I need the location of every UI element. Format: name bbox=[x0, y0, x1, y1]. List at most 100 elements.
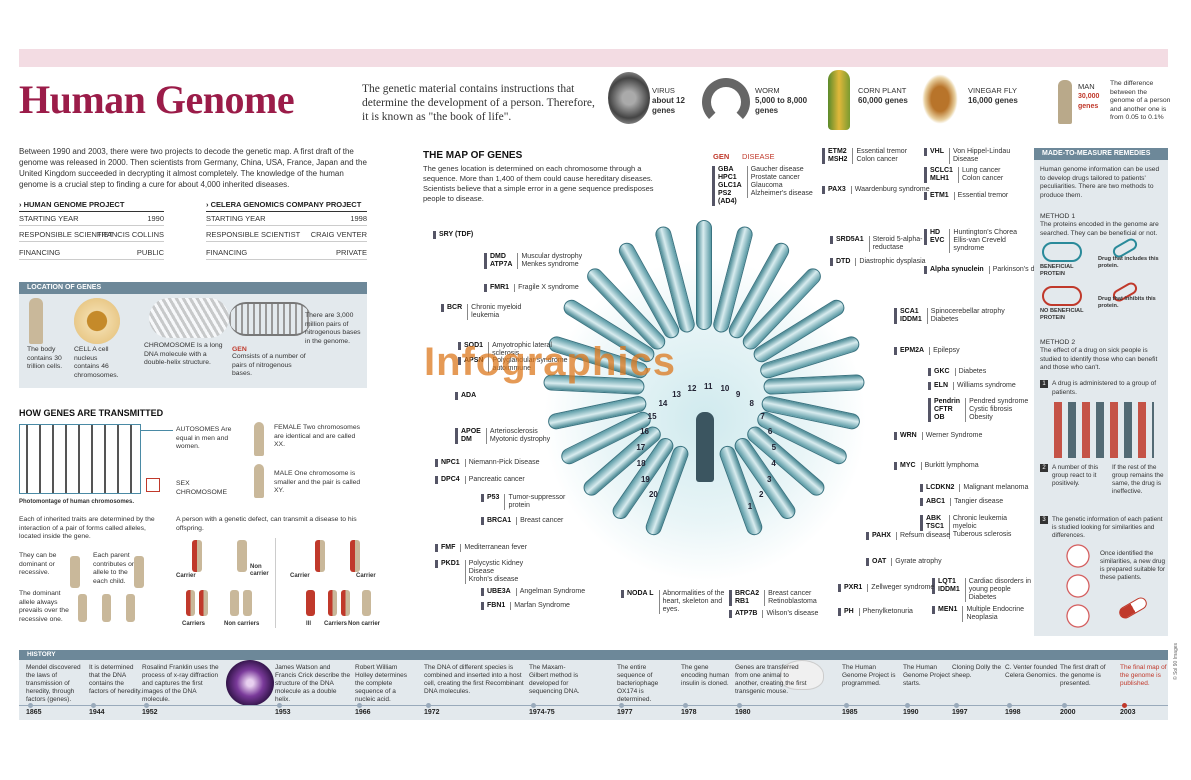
chromosome-number: 8 bbox=[749, 399, 754, 409]
gene-name: FBN1 bbox=[481, 602, 505, 610]
child-figure bbox=[328, 590, 337, 616]
timeline-dot bbox=[91, 703, 96, 708]
gene-name: HD EVC bbox=[924, 229, 944, 245]
step3b-text: Once identified the similarities, a new … bbox=[1100, 550, 1166, 581]
disease-name: Polycystic Kidney Disease Krohn's diseas… bbox=[464, 560, 545, 584]
drug-includes-label: Drug that includes this protein. bbox=[1098, 256, 1159, 269]
gene-name: MYC bbox=[894, 462, 916, 470]
timeline-dot bbox=[28, 703, 33, 708]
disease-name: Phenylketonuria bbox=[858, 608, 913, 616]
disease-name: Waardenburg syndrome bbox=[850, 186, 930, 194]
gen-column-label: GEN bbox=[713, 152, 730, 161]
disease-name: Tangier disease bbox=[950, 498, 1003, 506]
male-text: MALE One chromosome is smaller and the p… bbox=[274, 470, 361, 494]
disease-name: Spinocerebellar atrophy Diabetes bbox=[926, 308, 1005, 324]
method1-title: METHOD 1 bbox=[1040, 213, 1076, 220]
dominant-text: They can be dominant or recessive. bbox=[19, 552, 57, 576]
timeline-dot bbox=[619, 703, 624, 708]
disease-name: Huntington's Chorea Ellis-van Creveld sy… bbox=[949, 229, 1029, 253]
history-year: 2003 bbox=[1120, 709, 1136, 716]
pill-icon bbox=[1117, 595, 1149, 621]
gene-name: ETM2 MSH2 bbox=[822, 148, 847, 164]
gene-name: ADA bbox=[455, 392, 476, 400]
history-event-text: The entire sequence of bacteriophage OX1… bbox=[617, 664, 659, 703]
gene-entry: DMD ATP7AMuscular dystrophy Menkes syndr… bbox=[484, 253, 582, 269]
gene-name: NODA L bbox=[621, 590, 654, 598]
history-year: 1997 bbox=[952, 709, 968, 716]
child-figure bbox=[199, 590, 208, 616]
disease-name: Cardiac disorders in young people Diabet… bbox=[964, 578, 1045, 602]
body-figure bbox=[29, 298, 43, 344]
disease-column-label: DISEASE bbox=[742, 152, 775, 161]
disease-name: Essential tremor Colon cancer bbox=[852, 148, 907, 164]
gene-name: VHL bbox=[924, 148, 944, 156]
chromosome-number: 19 bbox=[640, 475, 650, 485]
history-year: 1972 bbox=[424, 709, 440, 716]
gene-name: PKD1 bbox=[435, 560, 460, 568]
disease-name: Epilepsy bbox=[929, 347, 960, 355]
gene-name: OAT bbox=[866, 558, 886, 566]
history-year: 2000 bbox=[1060, 709, 1076, 716]
gene-entry: SRY (TDF) bbox=[433, 231, 473, 239]
cell-text: CELL A cell nucleus contains 46 chromoso… bbox=[74, 346, 119, 379]
genetic-info-circles bbox=[1042, 542, 1098, 630]
gene-name: GKC bbox=[928, 368, 950, 376]
remedies-panel: MADE-TO-MEASURE REMEDIES Human genome in… bbox=[1034, 148, 1168, 636]
child-figure bbox=[126, 594, 135, 622]
chromosome-number: 6 bbox=[767, 426, 773, 436]
timeline-line bbox=[19, 705, 1168, 706]
defect-text: A person with a genetic defect, can tran… bbox=[176, 516, 357, 532]
page-title: Human Genome bbox=[19, 77, 295, 122]
timeline-dot bbox=[954, 703, 959, 708]
gene-entry: LQT1 IDDM1Cardiac disorders in young peo… bbox=[932, 578, 1045, 602]
history-event-text: Cloning Dolly the sheep. bbox=[952, 664, 1002, 679]
history-event-text: The final map of the genome is published… bbox=[1120, 664, 1167, 687]
step1-text: A drug is administered to a group of pat… bbox=[1052, 380, 1157, 396]
gene-entry: Pendrin CFTR OBPendred syndrome Cystic f… bbox=[928, 398, 1028, 422]
child-figure bbox=[102, 594, 111, 622]
disease-name: Malignant melanoma bbox=[959, 484, 1028, 492]
human-silhouette bbox=[696, 412, 714, 482]
non-carrier-label: Non carrier bbox=[348, 621, 381, 627]
history-panel bbox=[19, 650, 1168, 720]
disease-name: Tumor-suppressor protein bbox=[504, 494, 584, 510]
gene-name: DPC4 bbox=[435, 476, 460, 484]
gene-entry: APOE DMArteriosclerosis Myotonic dystrop… bbox=[455, 428, 550, 444]
history-year: 1966 bbox=[355, 709, 371, 716]
gene-name: BRCA2 RB1 bbox=[729, 590, 759, 606]
timeline-dot bbox=[277, 703, 282, 708]
gen-label: GEN bbox=[232, 346, 247, 353]
history-year: 1977 bbox=[617, 709, 633, 716]
disease-name: Marfan Syndrome bbox=[510, 602, 570, 610]
gene-name: SCA1 IDDM1 bbox=[894, 308, 922, 324]
celera-project: › CELERA GENOMICS COMPANY PROJECT STARTI… bbox=[206, 200, 367, 262]
history-event-text: The Maxam-Gilbert method is developed fo… bbox=[529, 664, 580, 695]
history-event-text: It is determined that the DNA contains t… bbox=[89, 664, 142, 695]
method2-title: METHOD 2 bbox=[1040, 339, 1076, 346]
carrier-figure bbox=[192, 540, 202, 572]
timeline-dot bbox=[1122, 703, 1127, 708]
disease-name: Diastrophic dysplasia bbox=[855, 258, 926, 266]
history-event-text: The first draft of the genome is present… bbox=[1060, 664, 1106, 687]
beneficial-protein-icon bbox=[1042, 242, 1082, 262]
female-figure bbox=[254, 422, 264, 456]
child-figure bbox=[362, 590, 371, 616]
step2-text: A number of this group react to it posit… bbox=[1052, 464, 1099, 487]
history-year: 1980 bbox=[735, 709, 751, 716]
gene-name: WRN bbox=[894, 432, 917, 440]
disease-name: Williams syndrome bbox=[953, 382, 1016, 390]
